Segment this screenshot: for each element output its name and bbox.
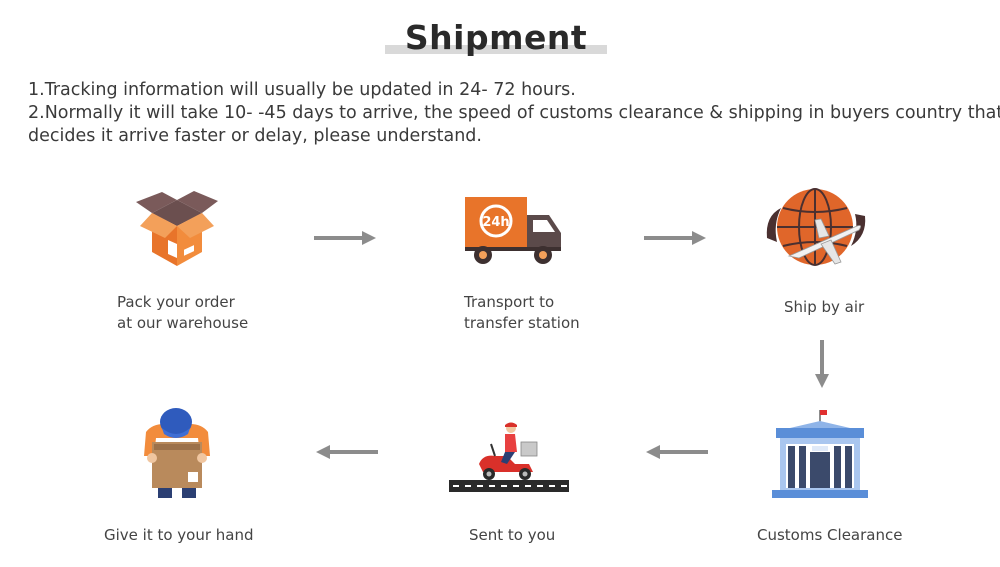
arrow-left-icon [316,444,378,460]
truck-badge-text: 24h [482,215,509,230]
arrow-right-icon [644,230,706,246]
step-label-line: Give it to your hand [104,525,254,546]
step-label-ship: Ship by air [784,297,864,318]
step-label-line: Sent to you [469,525,555,546]
title-block: Shipment [385,18,607,54]
customs-building-icon [768,408,872,500]
note-line-2: 2.Normally it will take 10- -45 days to … [28,102,978,125]
step-label-line: Transport to [464,292,580,313]
step-label-line: Pack your order [117,292,248,313]
courier-holding-box-icon [140,402,214,500]
globe-airplane-icon [763,186,869,270]
step-label-sent: Sent to you [469,525,555,546]
step-label-give: Give it to your hand [104,525,254,546]
step-label-line: Customs Clearance [757,525,902,546]
page-title: Shipment [385,18,607,58]
scooter-courier-icon [449,420,569,494]
package-box-icon [132,188,222,268]
delivery-truck-24h-icon: 24h [463,195,565,267]
note-line-3: decides it arrive faster or delay, pleas… [28,125,978,148]
arrow-down-icon [814,340,830,388]
step-label-transport: Transport to transfer station [464,292,580,334]
arrow-right-icon [314,230,376,246]
step-label-line: at our warehouse [117,313,248,334]
shipping-notes: 1.Tracking information will usually be u… [28,79,978,148]
step-label-line: transfer station [464,313,580,334]
step-label-pack: Pack your order at our warehouse [117,292,248,334]
note-line-1: 1.Tracking information will usually be u… [28,79,978,102]
step-label-line: Ship by air [784,297,864,318]
arrow-left-icon [646,444,708,460]
step-label-customs: Customs Clearance [757,525,902,546]
